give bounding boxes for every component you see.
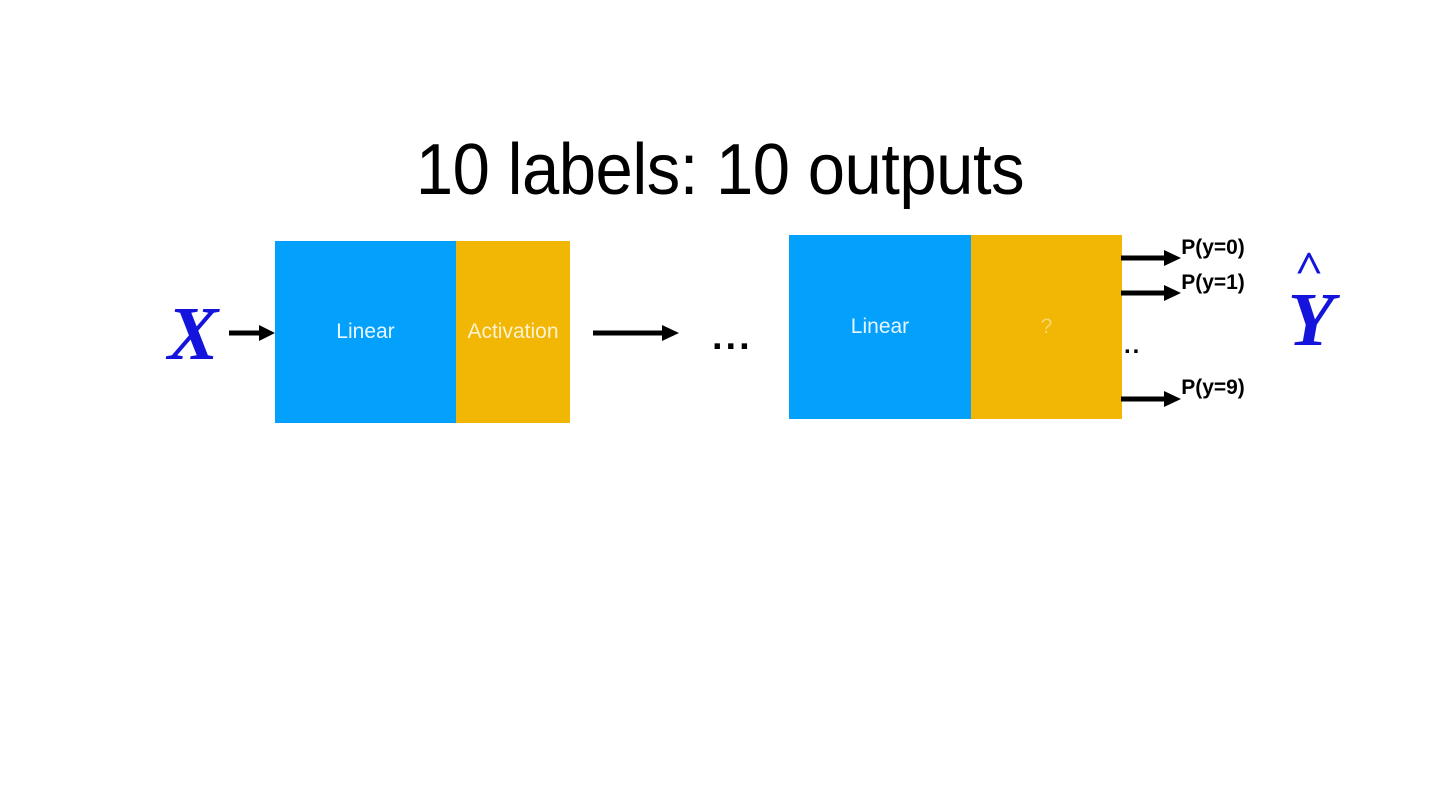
output-yhat-symbol: ^ Y	[1265, 246, 1357, 359]
input-x-symbol: X	[167, 292, 219, 376]
circumflex-icon: ^	[1294, 243, 1324, 292]
network-block-1: Linear Activation	[275, 241, 570, 423]
block-1-activation-cell: Activation	[456, 241, 570, 423]
output-ellipsis: ..	[1124, 332, 1142, 359]
block-2-question-cell: ?	[971, 235, 1122, 419]
block-1-linear-cell: Linear	[275, 241, 456, 423]
output-arrow-9-icon	[1121, 388, 1181, 410]
output-label-9: P(y=9)	[1181, 376, 1245, 399]
block-2-linear-cell: Linear	[789, 235, 971, 419]
output-arrow-0-icon	[1121, 247, 1181, 269]
yhat-glyph-wrap: ^ Y	[1288, 246, 1334, 359]
network-block-2: Linear ?	[789, 235, 1122, 419]
output-arrow-1-icon	[1121, 282, 1181, 304]
input-arrow-icon	[229, 322, 275, 344]
output-label-0: P(y=0)	[1181, 236, 1245, 259]
yhat-base-letter: Y	[1287, 278, 1335, 362]
middle-arrow-icon	[593, 322, 679, 344]
page-title: 10 labels: 10 outputs	[415, 130, 1025, 210]
output-label-1: P(y=1)	[1181, 271, 1245, 294]
middle-ellipsis: ...	[712, 316, 753, 358]
